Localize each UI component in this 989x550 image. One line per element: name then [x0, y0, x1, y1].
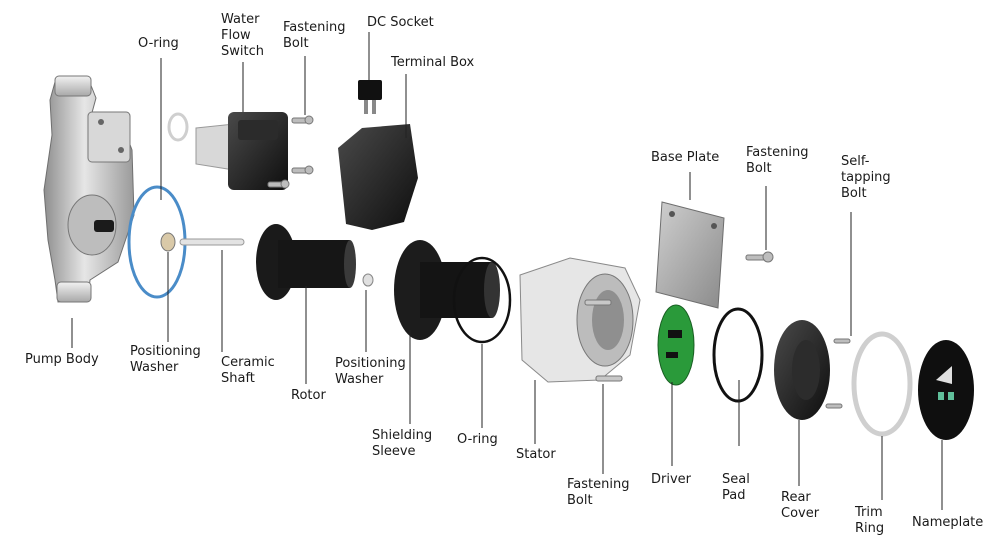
ceramic-shaft-part	[179, 238, 245, 246]
fastening-bolts-top-part	[267, 115, 314, 189]
positioning-washer-right-part	[362, 273, 374, 287]
label-shielding-sleeve: Shielding Sleeve	[372, 428, 433, 459]
leader-lines	[71, 32, 943, 510]
label-o-ring-left: O-ring	[138, 36, 179, 51]
label-o-ring-mid: O-ring	[457, 432, 498, 447]
driver-part	[657, 304, 695, 386]
fastening-bolt-right-part	[745, 251, 774, 263]
self-tapping-bolt-part	[825, 338, 851, 409]
stator-part	[519, 257, 641, 383]
trim-ring-part	[851, 331, 913, 437]
pump-body-part	[43, 75, 135, 303]
label-self-tapping-bolt: Self- tapping Bolt	[841, 154, 891, 201]
o-ring-mid-part	[452, 256, 512, 344]
label-stator: Stator	[516, 447, 556, 462]
rear-cover-part	[774, 320, 830, 420]
label-seal-pad: Seal Pad	[722, 472, 750, 503]
label-pump-body: Pump Body	[25, 352, 99, 367]
shielding-sleeve-part	[394, 240, 500, 340]
label-trim-ring: Trim Ring	[855, 505, 885, 536]
rotor-part	[256, 224, 356, 300]
label-rear-cover: Rear Cover	[781, 490, 820, 521]
water-flow-switch-part	[195, 112, 288, 190]
dc-socket-part	[358, 80, 382, 114]
label-driver: Driver	[651, 472, 692, 487]
seal-pad-part	[712, 307, 764, 403]
label-nameplate: Nameplate	[912, 515, 984, 530]
label-base-plate: Base Plate	[651, 150, 720, 165]
terminal-box-part	[338, 124, 418, 230]
o-ring-left-part	[127, 112, 189, 299]
label-dc-socket: DC Socket	[367, 15, 434, 30]
label-fastening-bolt-right: Fastening Bolt	[746, 145, 809, 176]
label-ceramic-shaft: Ceramic Shaft	[221, 355, 275, 386]
base-plate-part	[655, 201, 725, 309]
label-terminal-box: Terminal Box	[391, 55, 475, 70]
label-positioning-washer-left: Positioning Washer	[130, 344, 201, 375]
positioning-washer-left-part	[160, 232, 176, 252]
nameplate-part	[918, 340, 974, 440]
label-rotor: Rotor	[291, 388, 326, 403]
label-water-flow-switch: Water Flow Switch	[221, 12, 264, 59]
label-fastening-bolt-top: Fastening Bolt	[283, 20, 346, 51]
label-positioning-washer-right: Positioning Washer	[335, 356, 406, 387]
label-fastening-bolt-bottom: Fastening Bolt	[567, 477, 630, 508]
